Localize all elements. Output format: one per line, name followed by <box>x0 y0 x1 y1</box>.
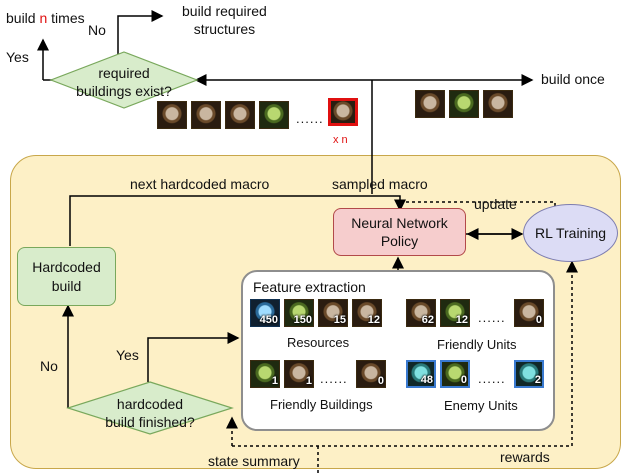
state-summary-label: state summary <box>208 453 300 469</box>
decision-hardcoded-finished <box>66 381 234 435</box>
building-icon <box>191 101 221 129</box>
building-icon <box>449 90 479 118</box>
feature-extraction-title: Feature extraction <box>253 279 366 295</box>
ellipsis: ...... <box>296 111 324 126</box>
building-icon <box>259 101 289 129</box>
no-label-top: No <box>88 22 106 38</box>
build-once-label: build once <box>541 71 605 87</box>
ellipsis: ...... <box>478 371 506 386</box>
building-icon <box>225 101 255 129</box>
update-arrow <box>394 199 556 212</box>
sampled-macro-label: sampled macro <box>332 176 428 192</box>
enemy-unit-icon: 0 <box>440 360 470 388</box>
decision-required-buildings <box>49 51 199 109</box>
mineral-icon: 450 <box>250 299 280 327</box>
update-label: update <box>474 196 517 212</box>
rl-training-node: RL Training <box>523 204 618 262</box>
enemy-units-label: Enemy Units <box>444 398 518 413</box>
yes-label-bottom: Yes <box>116 347 139 363</box>
feature-extraction-box <box>241 270 555 431</box>
building-icon <box>157 101 187 129</box>
build-n-times-label: build n times <box>6 10 85 26</box>
rewards-arrow <box>440 260 578 447</box>
friendly-unit-icon: 0 <box>514 299 544 327</box>
ellipsis: ...... <box>478 310 506 325</box>
friendly-unit-icon: 12 <box>440 299 470 327</box>
supply-icon: 15 <box>318 299 348 327</box>
resources-label: Resources <box>287 335 350 350</box>
friendly-building-icon: 1 <box>250 360 280 388</box>
enemy-unit-icon: 48 <box>406 360 436 388</box>
building-icon <box>328 98 358 126</box>
no-arrow-build-required <box>117 10 164 58</box>
building-icon <box>415 90 445 118</box>
gas-icon: 150 <box>284 299 314 327</box>
rewards-label: rewards <box>500 449 550 465</box>
enemy-unit-icon: 2 <box>514 360 544 388</box>
building-icon <box>483 90 513 118</box>
larva-icon: 12 <box>352 299 382 327</box>
friendly-building-icon: 0 <box>356 360 386 388</box>
next-hardcoded-macro-label: next hardcoded macro <box>130 176 270 192</box>
friendly-building-icon: 1 <box>284 360 314 388</box>
yes-label-top: Yes <box>6 49 29 65</box>
yes-arrow-feature <box>147 332 240 382</box>
friendly-buildings-label: Friendly Buildings <box>270 397 373 412</box>
friendly-unit-icon: 62 <box>406 299 436 327</box>
ellipsis: ...... <box>320 371 348 386</box>
multiplier-label: x n <box>333 134 348 146</box>
no-label-bottom: No <box>40 358 58 374</box>
friendly-units-label: Friendly Units <box>437 337 517 352</box>
